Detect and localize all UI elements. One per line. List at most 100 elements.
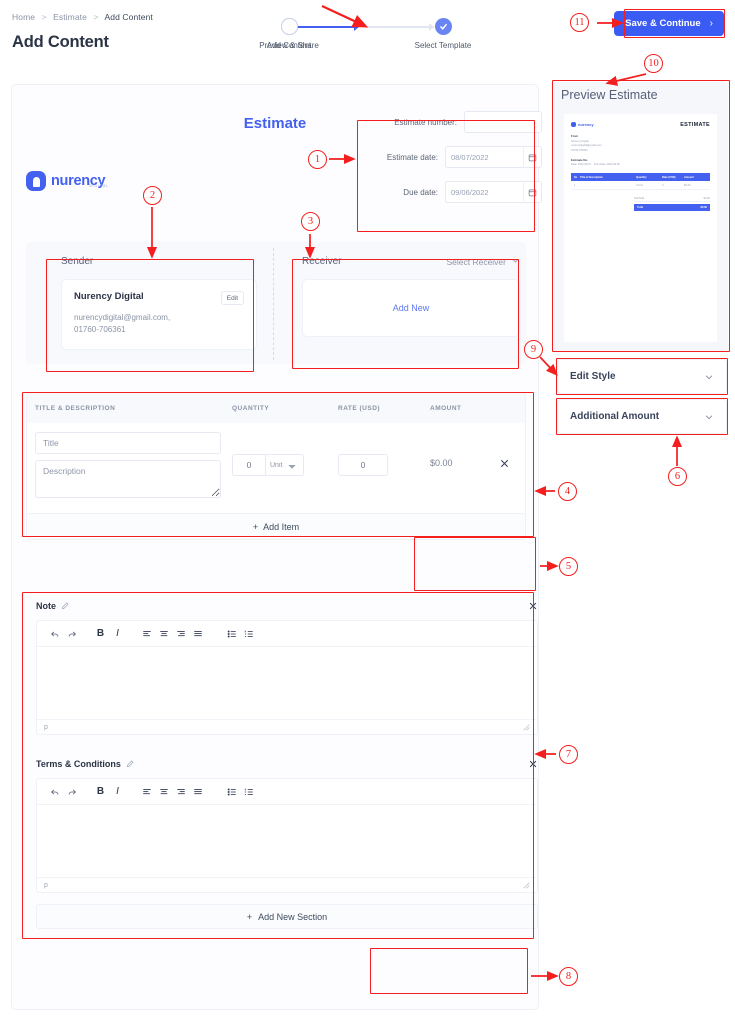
step-label: Add Content [266, 41, 312, 50]
italic-icon[interactable]: I [116, 786, 119, 797]
save-and-continue-button[interactable]: Save & Continue › [614, 11, 724, 36]
calendar-icon[interactable] [523, 146, 542, 168]
preview-dates: Date: 2022-08-07 Due Date: 2022-09-06 [571, 163, 710, 166]
item-quantity-cell: Unit [232, 432, 338, 476]
close-note-icon[interactable] [528, 601, 538, 611]
preview-from-line: Nurency Digital [571, 139, 589, 143]
edit-style-panel[interactable]: Edit Style [557, 359, 727, 394]
note-editor-status-path: p [44, 723, 48, 731]
item-rate-input[interactable] [338, 454, 388, 476]
step-select-template[interactable]: Select Template [404, 14, 482, 50]
align-center-icon[interactable] [155, 625, 172, 642]
numbered-list-icon[interactable] [240, 625, 257, 642]
preview-due-text: Due Date: 2022-09-06 [594, 163, 620, 166]
additional-amount-panel[interactable]: Additional Amount [557, 399, 727, 434]
italic-icon[interactable]: I [116, 628, 119, 639]
breadcrumb-item-home[interactable]: Home [12, 12, 36, 22]
bullet-list-icon[interactable] [223, 783, 240, 800]
chevron-down-icon [704, 412, 714, 422]
step-label: Select Template [414, 41, 472, 50]
numbered-list-icon[interactable] [240, 783, 257, 800]
note-editor-body[interactable] [37, 647, 537, 719]
align-left-icon[interactable] [138, 783, 155, 800]
preview-logo: nurency [571, 122, 594, 127]
sender-top-row: Nurency Digital Edit [74, 291, 244, 305]
bullet-list-icon[interactable] [223, 625, 240, 642]
sender-title: Sender [61, 256, 94, 267]
resize-handle-icon[interactable] [523, 881, 530, 889]
item-description-textarea[interactable] [35, 460, 221, 498]
align-right-icon[interactable] [172, 625, 189, 642]
calendar-icon[interactable] [523, 181, 542, 203]
note-editor: B I p [36, 620, 538, 735]
align-left-icon[interactable] [138, 625, 155, 642]
step-preview-share[interactable]: Preview & Share [250, 14, 328, 50]
step-label: Preview & Share [259, 41, 319, 50]
preview-estimate-info-label: Estimate No. [571, 157, 588, 162]
due-date-label: Due date: [403, 187, 438, 197]
undo-icon[interactable] [46, 625, 63, 642]
preview-document[interactable]: nurency ESTIMATE From Nurency Digital nu… [564, 114, 717, 342]
preview-doc-heading: ESTIMATE [680, 122, 710, 128]
due-date-input[interactable] [445, 181, 523, 203]
pencil-icon[interactable] [126, 760, 134, 768]
breadcrumb-item-estimate[interactable]: Estimate [53, 12, 87, 22]
item-unit-select[interactable]: Unit [265, 454, 304, 476]
column-header-amount: AMOUNT [430, 404, 462, 412]
nurency-logo-icon [571, 122, 576, 127]
add-new-section-label: Add New Section [258, 911, 328, 922]
breadcrumb-separator: > [93, 12, 99, 22]
preview-doc-header: nurency ESTIMATE [564, 114, 717, 128]
item-title-description-cell [35, 432, 232, 503]
add-new-section-button[interactable]: + Add New Section [36, 904, 538, 929]
preview-from-line: 01760-706361 [571, 148, 588, 152]
preview-table-header: SL Title & Description Quantity Rate (US… [571, 173, 710, 181]
column-header-title: TITLE & DESCRIPTION [35, 404, 116, 412]
preview-total-row: Total $0.00 [634, 204, 710, 211]
delete-item-icon[interactable] [492, 432, 517, 474]
preview-total-label: Total [637, 206, 644, 209]
edit-sender-button[interactable]: Edit [220, 291, 244, 305]
bold-icon[interactable]: B [96, 786, 105, 797]
align-justify-icon[interactable] [189, 625, 206, 642]
close-terms-icon[interactable] [528, 759, 538, 769]
table-row: Unit $0.00 [35, 432, 517, 503]
redo-icon[interactable] [63, 625, 80, 642]
estimate-number-label: Estimate number: [394, 117, 457, 127]
undo-icon[interactable] [46, 783, 63, 800]
terms-editor-status-path: p [44, 881, 48, 889]
select-receiver-dropdown[interactable]: Select Receiver [446, 256, 520, 267]
preview-cell-rate: 0 [662, 183, 664, 187]
pencil-icon[interactable] [61, 602, 69, 610]
redo-icon[interactable] [63, 783, 80, 800]
nurency-logo-icon [26, 171, 46, 191]
preview-total-value: $0.00 [700, 206, 708, 209]
breadcrumb-item-add-content: Add Content [104, 12, 153, 22]
note-section: Note B I [36, 597, 538, 735]
terms-editor-body[interactable] [37, 805, 537, 877]
estimate-number-input[interactable] [464, 111, 542, 133]
align-justify-icon[interactable] [189, 783, 206, 800]
align-right-icon[interactable] [172, 783, 189, 800]
preview-estimate-info: Estimate No. Date: 2022-08-07 Due Date: … [564, 152, 717, 167]
add-item-button[interactable]: + Add Item [27, 513, 525, 539]
sender-email: nurencydigital@gmail.com, [74, 313, 171, 322]
item-title-input[interactable] [35, 432, 221, 454]
terms-editor: B I p [36, 778, 538, 893]
app-header: Home > Estimate > Add Content Add Conten… [0, 0, 735, 72]
due-date-row: Due date: [367, 181, 542, 203]
resize-handle-icon[interactable] [523, 723, 530, 731]
preview-cell-amount: $0.00 [684, 183, 691, 187]
item-quantity-input[interactable] [232, 454, 265, 476]
align-center-icon[interactable] [155, 783, 172, 800]
annotation-marker-8: 8 [559, 967, 578, 986]
note-editor-toolbar: B I [37, 621, 537, 647]
sender-section: Sender Nurency Digital Edit nurencydigit… [61, 253, 257, 350]
estimate-date-input[interactable] [445, 146, 523, 168]
bold-icon[interactable]: B [96, 628, 105, 639]
add-new-receiver-button[interactable]: Add New [302, 279, 520, 337]
chevron-down-icon [704, 372, 714, 382]
preview-col-amount: Amount [684, 175, 694, 179]
preview-subtotal-row: SubTotal $0.00 [634, 196, 710, 202]
